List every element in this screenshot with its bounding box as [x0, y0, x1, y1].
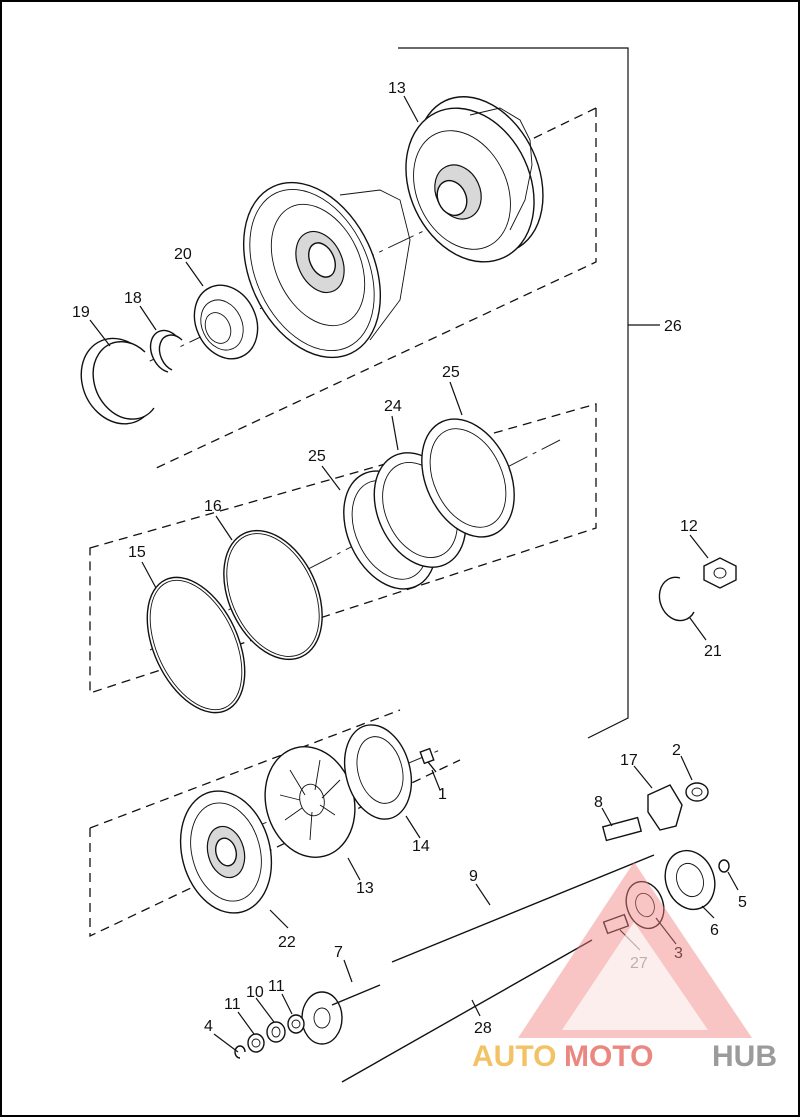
callout-25-top: 25 — [442, 364, 460, 381]
callout-14: 13 — [356, 880, 374, 897]
callout-11-right: 11 — [268, 978, 285, 995]
callout-labels: 13 20 18 19 26 25 24 25 16 15 12 21 1 14… — [72, 80, 747, 1037]
callout-4: 4 — [204, 1018, 213, 1035]
callout-25-left: 25 — [308, 448, 326, 465]
part-16-o-ring — [146, 576, 246, 714]
part-19-retaining-ring — [149, 329, 183, 373]
part-11-washer-a — [287, 1014, 305, 1034]
callout-7: 7 — [334, 944, 343, 961]
part-11-washer-b — [247, 1033, 265, 1053]
part-7-release-shaft — [301, 984, 381, 1045]
callout-13: 13 — [388, 80, 406, 97]
part-10-bearing — [266, 1021, 286, 1043]
watermark-triangle-inner — [562, 922, 708, 1030]
callout-23: 22 — [278, 934, 296, 951]
callout-20: 19 — [72, 304, 90, 321]
part-primary-gear-assembly — [242, 181, 411, 359]
callout-2: 2 — [672, 742, 681, 759]
part-18-plate — [647, 784, 683, 831]
callout-24: 24 — [384, 398, 402, 415]
callout-26: 26 — [664, 318, 682, 335]
callout-17: 16 — [204, 498, 222, 515]
watermark-text-hub: HUB — [712, 1040, 777, 1073]
callout-6: 6 — [710, 922, 719, 939]
part-13-clutch-hub — [405, 96, 544, 263]
callout-5: 5 — [738, 894, 747, 911]
callout-15: 14 — [412, 838, 430, 855]
watermark-text-auto: AUTO — [472, 1040, 556, 1073]
part-15-spring-seat — [343, 724, 413, 820]
callout-9: 9 — [469, 868, 478, 885]
part-27-pin — [602, 913, 630, 935]
callout-22: 21 — [704, 643, 722, 660]
part-6-bearing-housing — [664, 849, 716, 911]
part-9-pushrod — [391, 854, 655, 963]
callout-16: 15 — [128, 544, 146, 561]
callout-8: 8 — [594, 794, 603, 811]
callout-21: 20 — [174, 246, 192, 263]
part-25-friction-plate-rear — [421, 418, 515, 538]
part-5-washer — [718, 859, 730, 873]
part-1-bolt — [419, 747, 437, 773]
callout-3: 3 — [674, 945, 683, 962]
part-4-clip — [234, 1045, 246, 1059]
watermark-text-moto: MOTO — [564, 1040, 653, 1073]
callout-28: 28 — [474, 1020, 492, 1037]
callout-1: 1 — [438, 786, 447, 803]
part-21-bearing — [193, 284, 259, 360]
part-3-bearing — [625, 880, 665, 930]
callout-10: 10 — [246, 984, 264, 1001]
callout-18: 17 — [620, 752, 638, 769]
callout-11-left: 11 — [224, 996, 241, 1013]
leader-lines — [89, 95, 739, 1053]
part-23-pressure-plate — [179, 790, 273, 914]
part-20-retaining-ring — [80, 337, 155, 425]
callout-12: 12 — [680, 518, 698, 535]
watermark-logo: AUTO MOTO HUB — [472, 862, 777, 1073]
part-22-retaining-ring — [658, 576, 695, 622]
assembly-bracket-26 — [398, 47, 660, 739]
part-2-nut — [685, 782, 709, 802]
part-12-nut — [703, 557, 737, 589]
part-28-rod — [341, 939, 593, 1083]
part-8-adjuster-screw — [601, 816, 643, 842]
callout-19: 18 — [124, 290, 142, 307]
part-17-o-ring — [223, 529, 323, 661]
dashed-box-upper — [151, 107, 597, 471]
